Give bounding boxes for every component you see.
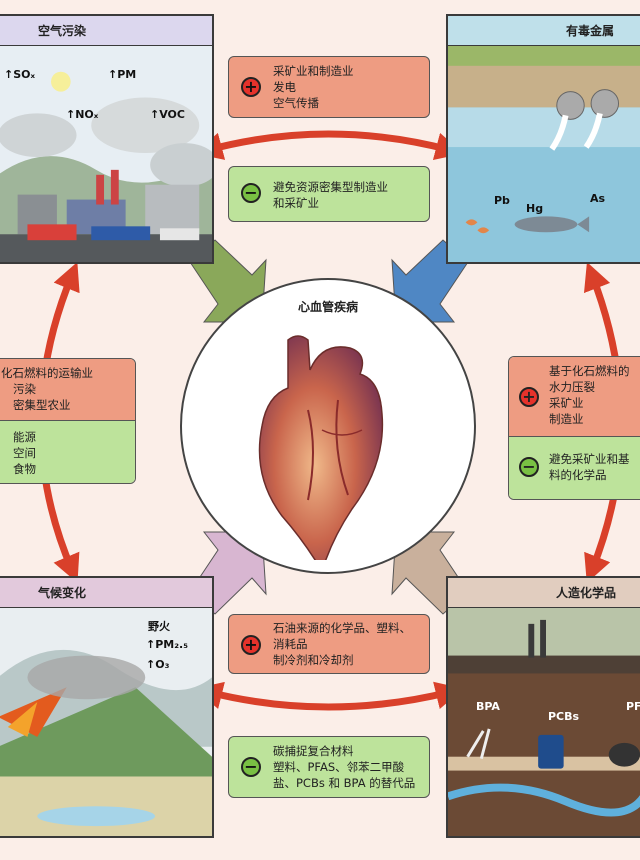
bottom-minus-line-2: 塑料、PFAS、邻苯二甲酸 <box>273 760 405 774</box>
minus-sign-icon: − <box>519 457 539 477</box>
climate-change-title: 气候变化 <box>0 578 212 608</box>
toxic-metals-panel: 有毒金属 Pb Hg As <box>446 14 640 264</box>
voc-label: ↑VOC <box>150 108 185 121</box>
center-title: 心血管疾病 <box>297 300 358 314</box>
pfa-label: PFA <box>626 700 640 713</box>
minus-sign-icon: − <box>241 183 261 203</box>
chemicals-panel: 人造化学品 BPA PCBs PFA <box>446 576 640 838</box>
top-minus-line-1: 避免资源密集型制造业 <box>273 180 388 194</box>
bottom-plus-box: + 石油来源的化学品、塑料、 消耗品 制冷剂和冷却剂 <box>228 614 430 674</box>
bpa-label: BPA <box>476 700 500 713</box>
right-minus-line-2: 料的化学品 <box>549 468 607 482</box>
air-pollution-panel: 空气污染 ↑SOₓ ↑PM ↑NOₓ ↑VOC <box>0 14 214 264</box>
top-plus-line-2: 发电 <box>273 80 296 94</box>
top-double-arrow <box>194 130 464 160</box>
top-plus-line-3: 空气传播 <box>273 96 319 110</box>
bottom-double-arrow <box>194 681 464 711</box>
bottom-plus-line-1: 石油来源的化学品、塑料、 <box>273 621 411 635</box>
left-minus-line-1: 能源 <box>13 430 36 444</box>
bottom-plus-line-2: 消耗品 <box>273 637 308 651</box>
top-plus-box: + 采矿业和制造业 发电 空气传播 <box>228 56 430 118</box>
left-plus-line-3: 密集型农业 <box>13 398 71 412</box>
plus-sign-icon: + <box>519 387 539 407</box>
top-minus-box: − 避免资源密集型制造业 和采矿业 <box>228 166 430 222</box>
left-plus-line-2: 污染 <box>13 382 36 396</box>
climate-change-illustration <box>0 608 212 836</box>
right-plus-line-2: 水力压裂 <box>549 380 595 394</box>
right-minus-line-1: 避免采矿业和基 <box>549 452 630 466</box>
pm25-label: ↑PM₂.₅ <box>146 638 189 651</box>
so2-label: ↑SOₓ <box>4 68 36 81</box>
toxic-metals-illustration <box>448 46 640 262</box>
climate-change-panel: 气候变化 野火 ↑PM₂.₅ ↑O₃ <box>0 576 214 838</box>
top-minus-line-2: 和采矿业 <box>273 196 319 210</box>
left-side-box: 化石燃料的运输业 污染 密集型农业 能源 空间 食物 <box>0 358 136 484</box>
left-plus-line-1: 化石燃料的运输业 <box>1 366 93 380</box>
pcbs-label: PCBs <box>548 710 580 723</box>
plus-sign-icon: + <box>241 635 261 655</box>
heart-illustration <box>258 335 384 560</box>
arsenic-label: As <box>590 192 606 205</box>
minus-sign-icon: − <box>241 757 261 777</box>
o3-label: ↑O₃ <box>146 658 170 671</box>
left-minus-line-3: 食物 <box>13 462 36 476</box>
mercury-label: Hg <box>526 202 544 215</box>
wildfire-label: 野火 <box>148 620 170 633</box>
chemicals-illustration <box>448 608 640 836</box>
left-minus-line-2: 空间 <box>13 446 36 460</box>
toxic-metals-title: 有毒金属 <box>448 16 640 46</box>
pm-label: ↑PM <box>108 68 137 81</box>
air-pollution-title: 空气污染 <box>0 16 212 46</box>
plus-sign-icon: + <box>241 77 261 97</box>
bottom-plus-line-3: 制冷剂和冷却剂 <box>273 653 354 667</box>
right-side-box: + 基于化石燃料的 水力压裂 采矿业 制造业 − 避免采矿业和基 料的化学品 <box>508 356 640 500</box>
chemicals-title: 人造化学品 <box>448 578 640 608</box>
lead-label: Pb <box>494 194 510 207</box>
bottom-minus-line-1: 碳捕捉复合材料 <box>273 744 354 758</box>
nox-label: ↑NOₓ <box>66 108 99 121</box>
air-pollution-illustration <box>0 46 212 262</box>
right-plus-line-1: 基于化石燃料的 <box>549 364 630 378</box>
top-plus-line-1: 采矿业和制造业 <box>273 64 354 78</box>
right-plus-line-4: 制造业 <box>549 412 584 426</box>
bottom-minus-line-3: 盐、PCBs 和 BPA 的替代品 <box>273 776 416 790</box>
bottom-minus-box: − 碳捕捉复合材料 塑料、PFAS、邻苯二甲酸 盐、PCBs 和 BPA 的替代… <box>228 736 430 798</box>
right-plus-line-3: 采矿业 <box>549 396 584 410</box>
